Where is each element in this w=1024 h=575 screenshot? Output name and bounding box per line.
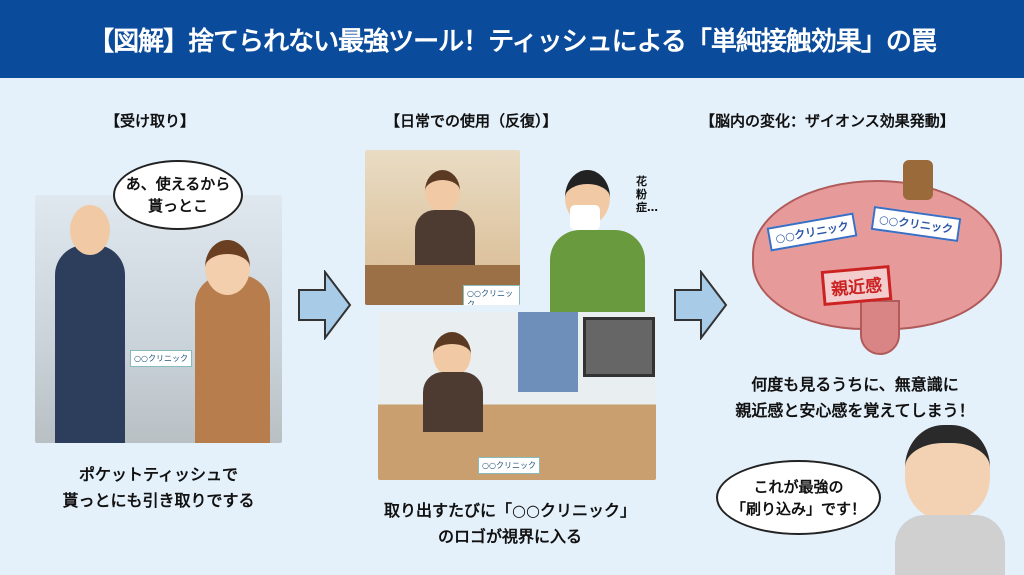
bubble-line: これが最強の bbox=[753, 477, 844, 496]
cafe-wiping-illustration: ○○クリニック bbox=[365, 150, 520, 305]
handing-tissue-illustration: ○○クリニック bbox=[35, 195, 282, 443]
speech-bubble-presenter: これが最強の「刷り込み」です！ bbox=[716, 460, 881, 535]
hay-fever-text: 花粉症… bbox=[636, 175, 658, 214]
caption-usage: 取り出すたびに「○○クリニック」のロゴが視界に入る bbox=[345, 498, 675, 550]
caption-line: ポケットティッシュで bbox=[78, 465, 239, 484]
caption-line: 取り出すたびに「○○クリニック」 bbox=[384, 501, 636, 520]
section-title-brain: 【脳内の変化：ザイオンス効果発動】 bbox=[700, 112, 955, 130]
section-title-receive: 【受け取り】 bbox=[105, 112, 196, 130]
familiarity-stamp: 親近感 bbox=[820, 265, 893, 306]
bubble-line: 「刷り込み」です！ bbox=[730, 499, 866, 518]
section-title-usage: 【日常での使用（反復）】 bbox=[385, 112, 558, 130]
bubble-line: 貰っとこ bbox=[147, 197, 208, 215]
arrow-right-icon bbox=[674, 270, 728, 340]
sneezing-man-illustration bbox=[545, 160, 655, 315]
tissue-label: ○○クリニック bbox=[130, 350, 192, 367]
caption-line: のロゴが視界に入る bbox=[437, 527, 582, 546]
caption-line: 貰っとにも引き取りでする bbox=[62, 491, 255, 510]
presenter-body bbox=[895, 515, 1005, 575]
page-title: 【図解】捨てられない最強ツール！ティッシュによる「単純接触効果」の罠 bbox=[0, 0, 1024, 78]
caption-line: 親近感と安心感を覚えてしまう！ bbox=[735, 401, 975, 420]
tissue-label: ○○クリニック bbox=[463, 285, 520, 305]
presenter-avatar bbox=[905, 425, 990, 520]
arrow-right-icon bbox=[298, 270, 352, 340]
caption-brain: 何度も見るうちに、無意識に親近感と安心感を覚えてしまう！ bbox=[705, 372, 1005, 424]
bubble-line: あ、使えるから bbox=[125, 175, 231, 193]
brain-stem bbox=[860, 300, 900, 355]
stamp-icon bbox=[903, 160, 933, 200]
tissue-label: ○○クリニック bbox=[478, 457, 540, 474]
speech-bubble-receive: あ、使えるから貰っとこ bbox=[113, 160, 243, 230]
caption-line: 何度も見るうちに、無意識に bbox=[751, 375, 959, 394]
caption-receive: ポケットティッシュで貰っとにも引き取りでする bbox=[35, 462, 282, 514]
office-wiping-illustration: ○○クリニック bbox=[378, 312, 656, 480]
